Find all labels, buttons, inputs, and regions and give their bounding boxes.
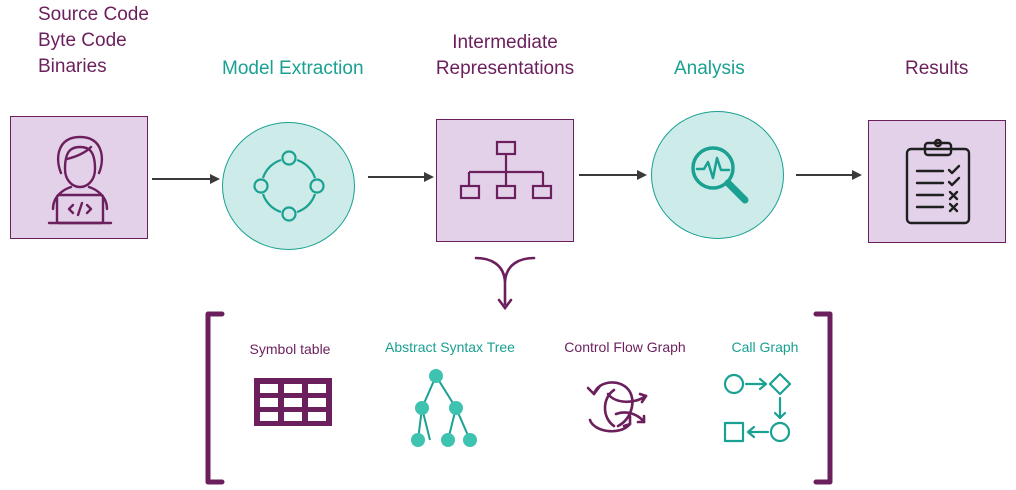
brace-connector [474, 256, 536, 311]
right-bracket [813, 311, 833, 485]
ir-line-2: Representations [435, 58, 575, 79]
binaries-label: Binaries [38, 56, 107, 77]
magnify-pulse-icon [691, 146, 749, 204]
table-grid-icon [254, 378, 332, 426]
arrow-to-intermediate [368, 172, 434, 182]
clipboard-checklist-icon [905, 138, 971, 225]
cycle-nodes-icon [253, 150, 325, 222]
cfg-label: Control Flow Graph [564, 339, 686, 355]
left-bracket [205, 311, 225, 485]
byte-code-label: Byte Code [38, 30, 127, 51]
results-label: Results [905, 58, 969, 79]
analysis-label: Analysis [674, 58, 745, 79]
arrow-to-analysis [579, 170, 647, 180]
call-graph-icon [723, 372, 792, 443]
inputs-box [10, 116, 148, 239]
call-graph-label: Call Graph [731, 339, 799, 355]
intermediate-box [436, 119, 574, 242]
hierarchy-icon [459, 140, 553, 200]
tree-icon [411, 369, 477, 447]
inputs-label: Source Code Byte Code Binaries [38, 2, 149, 80]
ir-line-1: Intermediate [452, 32, 558, 53]
model-extraction-circle [222, 122, 355, 250]
symbol-table-label: Symbol table [249, 341, 331, 357]
ast-label: Abstract Syntax Tree [385, 339, 515, 355]
intermediate-representations-label: Intermediate Representations [430, 30, 580, 82]
source-code-label: Source Code [38, 4, 149, 25]
results-box [868, 120, 1006, 243]
arrow-to-model-extraction [152, 174, 220, 184]
developer-laptop-icon [47, 135, 113, 225]
flow-arrows-icon [586, 381, 648, 433]
model-extraction-label: Model Extraction [222, 58, 364, 79]
analysis-circle [651, 111, 784, 239]
arrow-to-results [796, 170, 862, 180]
